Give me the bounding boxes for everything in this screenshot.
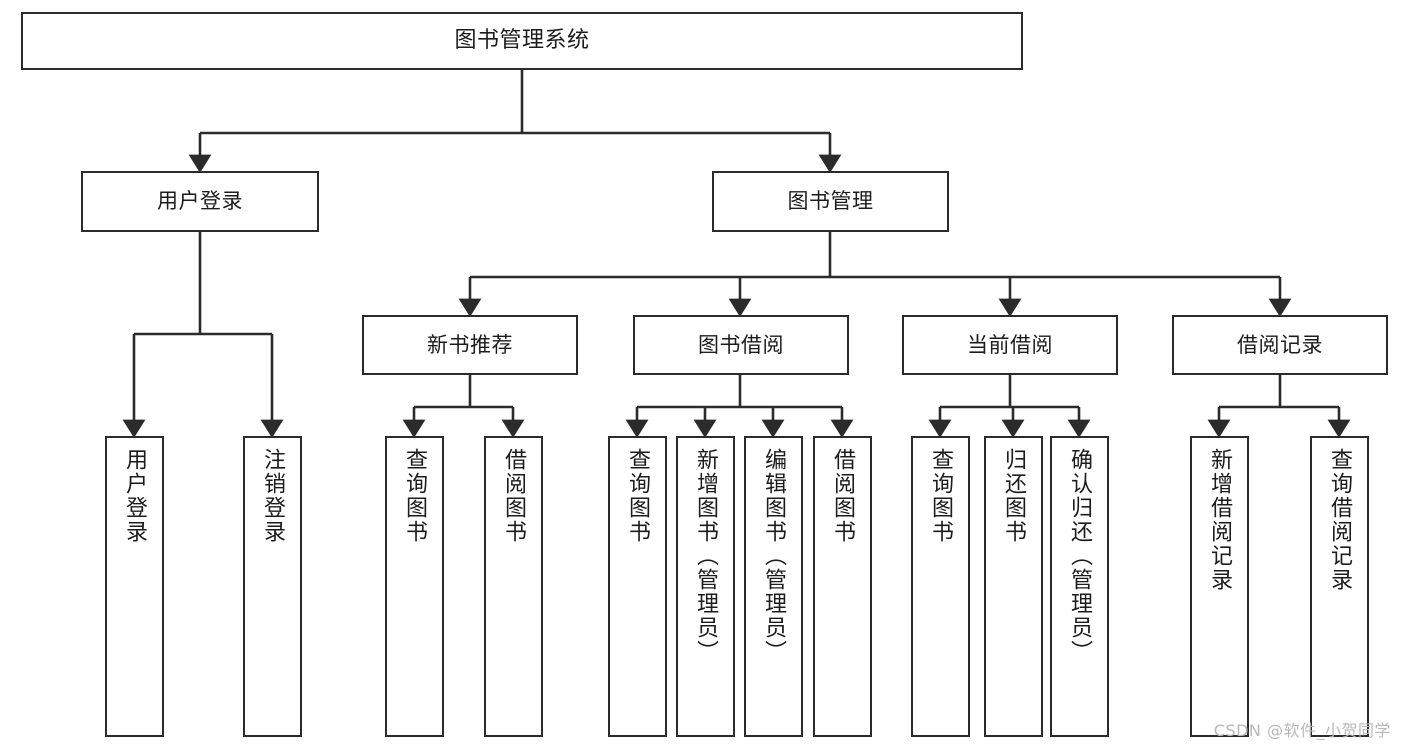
- node-user-login-label: 用户登录: [157, 189, 243, 214]
- leaf-edit-book-admin-label: 编辑图书（管理员）: [761, 448, 787, 664]
- node-book-borrow[interactable]: 图书借阅: [633, 315, 849, 375]
- leaf-confirm-return-admin[interactable]: 确认归还（管理员）: [1050, 436, 1109, 737]
- leaf-user-login-label: 用户登录: [122, 448, 148, 544]
- leaf-return-book[interactable]: 归还图书: [984, 436, 1043, 737]
- leaf-query-book-recommend-label: 查询图书: [402, 448, 428, 544]
- leaf-borrow-book-recommend[interactable]: 借阅图书: [484, 436, 543, 737]
- leaf-add-borrow-record-label: 新增借阅记录: [1207, 448, 1233, 592]
- leaf-query-book-borrow[interactable]: 查询图书: [608, 436, 667, 737]
- leaf-borrow-book[interactable]: 借阅图书: [813, 436, 872, 737]
- leaf-add-borrow-record[interactable]: 新增借阅记录: [1190, 436, 1249, 737]
- node-root[interactable]: 图书管理系统: [21, 12, 1023, 70]
- node-root-label: 图书管理系统: [454, 28, 590, 54]
- leaf-query-borrow-record[interactable]: 查询借阅记录: [1310, 436, 1369, 737]
- leaf-query-book-borrow-label: 查询图书: [625, 448, 651, 544]
- leaf-query-book-current-label: 查询图书: [928, 448, 954, 544]
- leaf-user-login[interactable]: 用户登录: [105, 436, 164, 737]
- leaf-borrow-book-recommend-label: 借阅图书: [501, 448, 527, 544]
- node-new-book-recommend-label: 新书推荐: [427, 332, 513, 357]
- leaf-query-borrow-record-label: 查询借阅记录: [1327, 448, 1353, 592]
- leaf-add-book-admin[interactable]: 新增图书（管理员）: [676, 436, 735, 737]
- leaf-return-book-label: 归还图书: [1001, 448, 1027, 544]
- leaf-logout-label: 注销登录: [260, 448, 286, 544]
- leaf-borrow-book-label: 借阅图书: [830, 448, 856, 544]
- leaf-add-book-admin-label: 新增图书（管理员）: [693, 448, 719, 664]
- csdn-watermark: CSDN @软件_小贺同学: [1213, 721, 1391, 740]
- node-current-borrow-label: 当前借阅: [967, 332, 1053, 357]
- node-current-borrow[interactable]: 当前借阅: [902, 315, 1118, 375]
- node-user-login[interactable]: 用户登录: [81, 171, 319, 232]
- node-borrow-records[interactable]: 借阅记录: [1172, 315, 1388, 375]
- node-borrow-records-label: 借阅记录: [1237, 332, 1323, 357]
- node-book-borrow-label: 图书借阅: [698, 332, 784, 357]
- node-book-management[interactable]: 图书管理: [712, 171, 949, 232]
- node-book-management-label: 图书管理: [787, 189, 874, 214]
- leaf-logout[interactable]: 注销登录: [243, 436, 302, 737]
- leaf-query-book-recommend[interactable]: 查询图书: [385, 436, 444, 737]
- node-new-book-recommend[interactable]: 新书推荐: [362, 315, 578, 375]
- leaf-confirm-return-admin-label: 确认归还（管理员）: [1067, 448, 1093, 664]
- leaf-edit-book-admin[interactable]: 编辑图书（管理员）: [744, 436, 803, 737]
- leaf-query-book-current[interactable]: 查询图书: [911, 436, 970, 737]
